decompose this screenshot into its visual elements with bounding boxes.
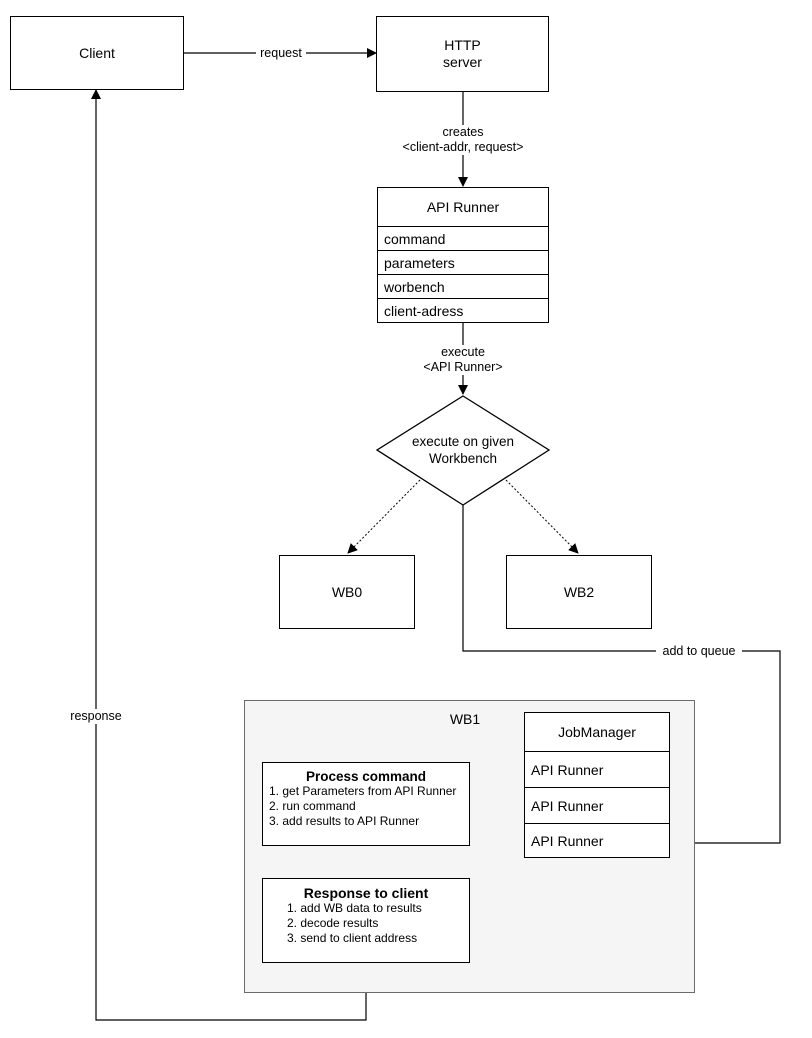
job-manager-runner-3: API Runner <box>525 823 669 857</box>
api-runner-field-command: command <box>378 226 548 250</box>
edge-label-add-to-queue: add to queue <box>656 644 742 659</box>
api-runner-field-parameters: parameters <box>378 250 548 274</box>
process-command-node: Process command 1. get Parameters from A… <box>262 762 470 846</box>
process-command-title: Process command <box>305 769 427 784</box>
wb2-label: WB2 <box>563 583 595 600</box>
job-manager-runner-1: API Runner <box>525 751 669 787</box>
wb1-title: WB1 <box>449 711 481 727</box>
response-title: Response to client <box>303 885 429 901</box>
client-label: Client <box>79 44 115 61</box>
edge-to-wb2 <box>505 479 579 554</box>
job-manager-node: JobManager API Runner API Runner API Run… <box>524 712 670 858</box>
response-step-3: 3. send to client address <box>287 931 418 945</box>
client-node: Client <box>10 16 184 90</box>
edge-label-response: response <box>66 709 126 724</box>
process-step-2: 2. run command <box>269 799 356 813</box>
response-step-1: 1. add WB data to results <box>287 901 422 915</box>
edge-add-to-queue <box>462 505 781 848</box>
response-node: Response to client 1. add WB data to res… <box>262 878 470 963</box>
decision-label: execute on given Workbench <box>411 434 515 466</box>
http-server-node: HTTP server <box>376 16 549 92</box>
wb0-node: WB0 <box>279 555 415 629</box>
api-runner-field-client-address: client-adress <box>378 298 548 322</box>
edge-to-wb0 <box>347 479 421 554</box>
wb0-label: WB0 <box>331 583 363 600</box>
wb2-node: WB2 <box>506 555 652 629</box>
process-step-1: 1. get Parameters from API Runner <box>269 784 457 798</box>
api-runner-node: API Runner command parameters worbench c… <box>377 187 549 323</box>
process-step-3: 3. add results to API Runner <box>269 814 420 828</box>
job-manager-runner-2: API Runner <box>525 787 669 823</box>
response-step-2: 2. decode results <box>287 916 379 930</box>
edge-label-execute: execute <API Runner> <box>412 345 514 375</box>
http-server-label: HTTP server <box>443 37 482 70</box>
decision-diamond <box>375 395 551 506</box>
edge-label-request: request <box>256 46 306 61</box>
edge-label-creates: creates <client-addr, request> <box>392 125 534 155</box>
job-manager-title: JobManager <box>558 723 636 740</box>
api-runner-title: API Runner <box>426 198 500 215</box>
api-runner-field-workbench: worbench <box>378 274 548 298</box>
